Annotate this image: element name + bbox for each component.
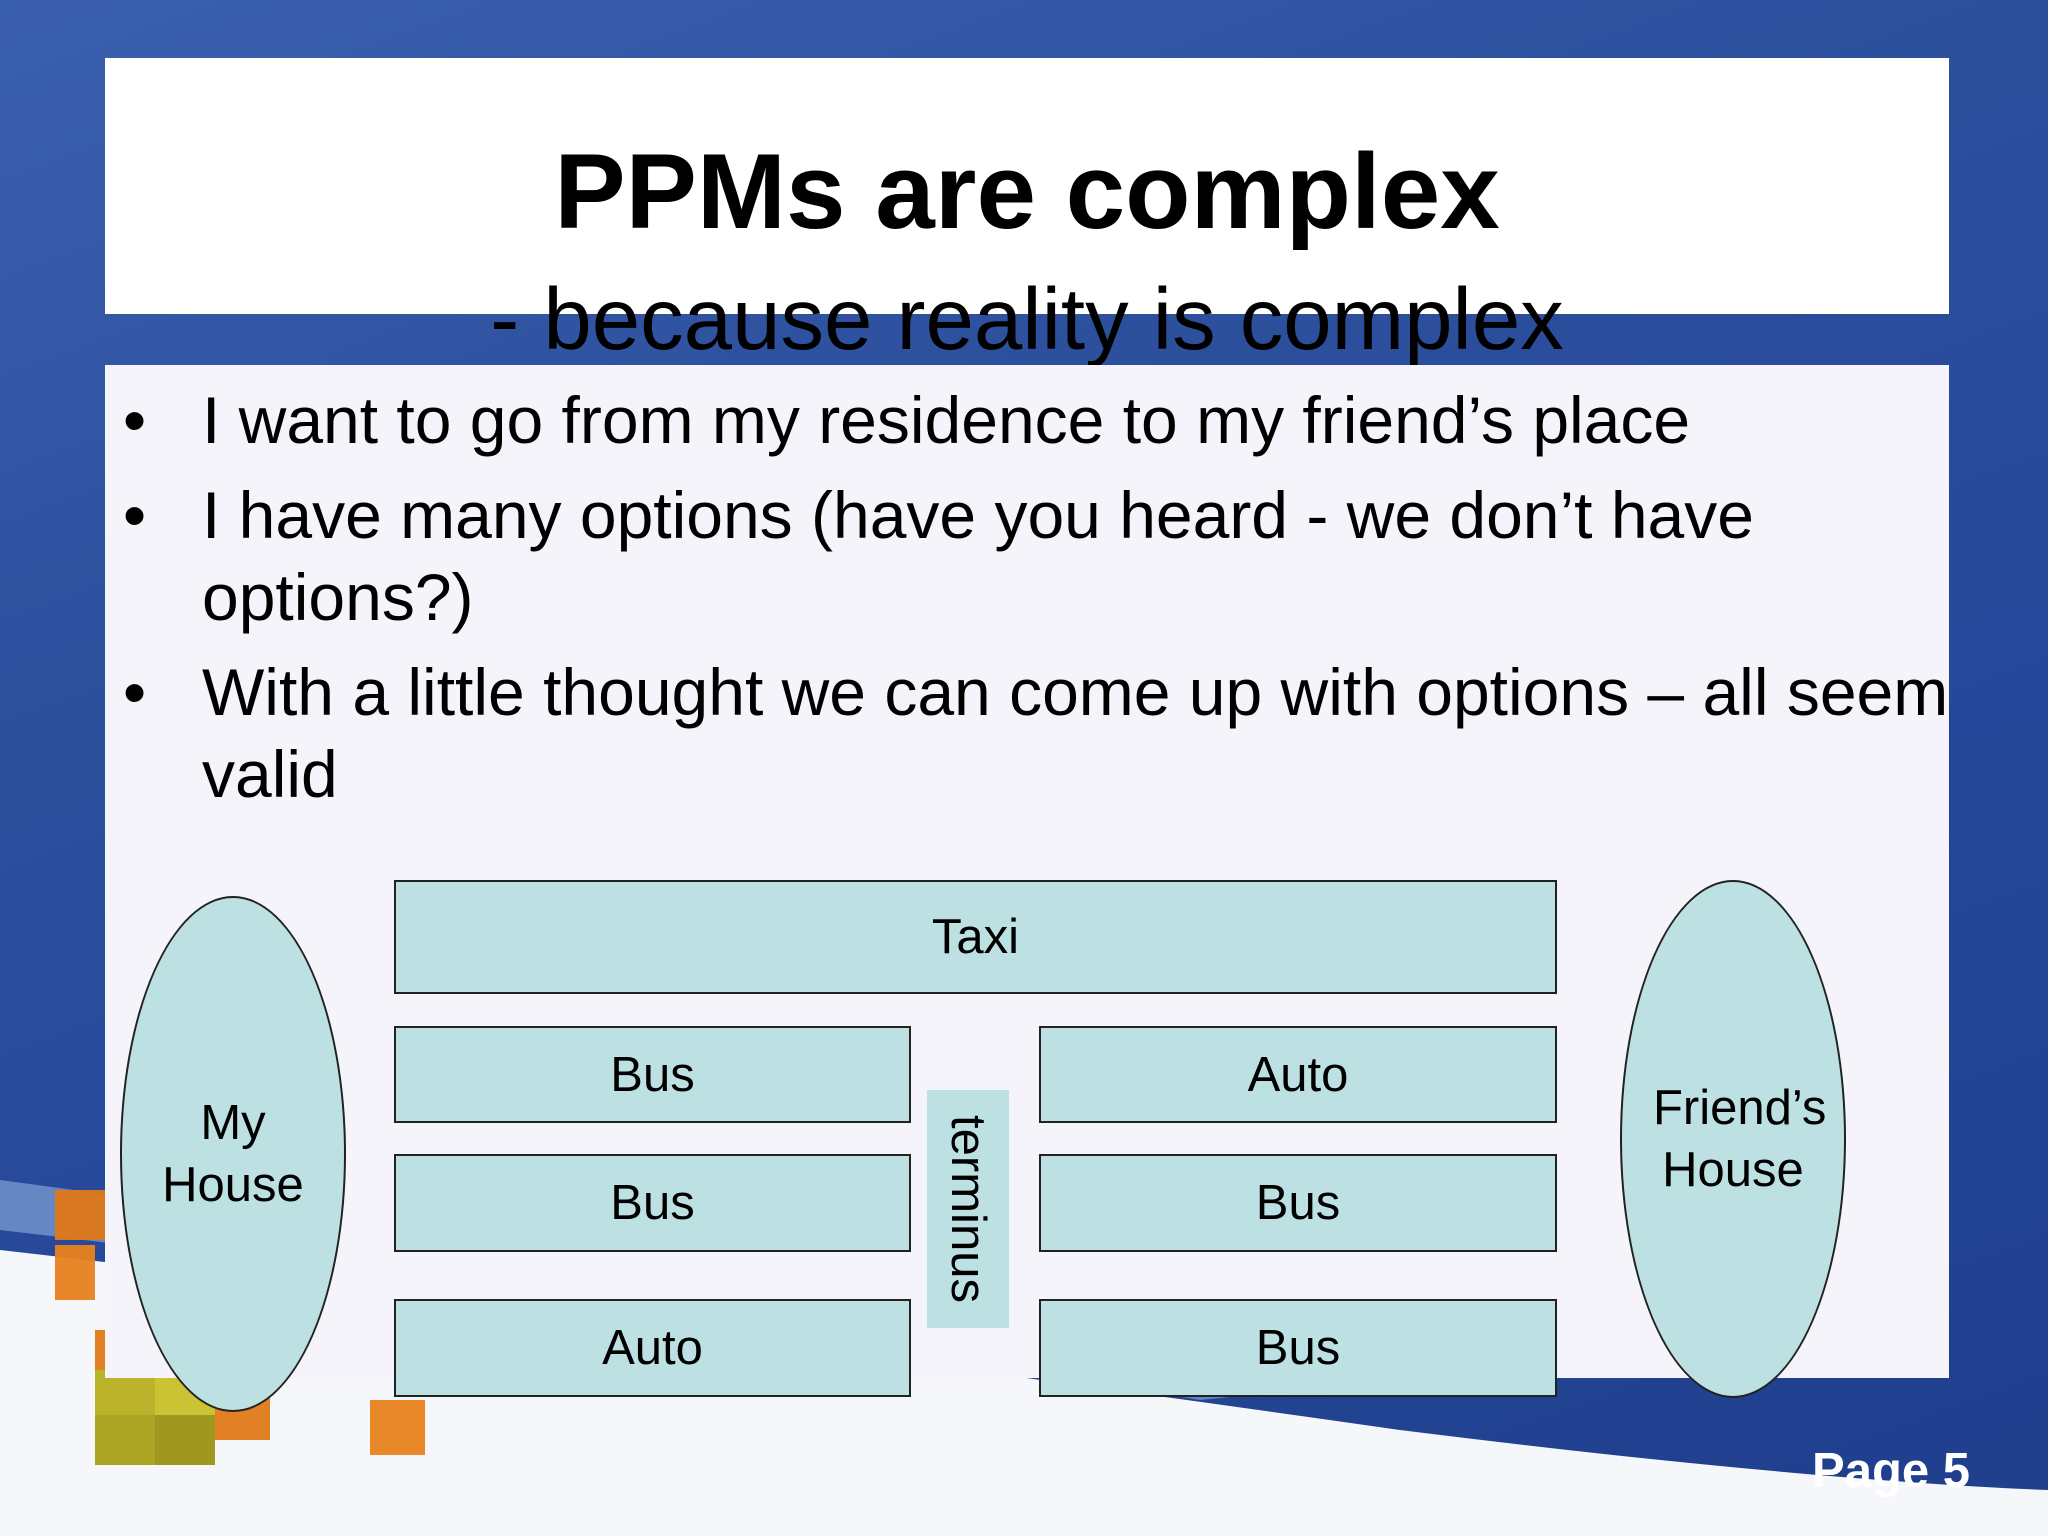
right-route-step: Bus	[1039, 1154, 1557, 1252]
right-route-step-label: Bus	[1255, 1321, 1341, 1375]
bullet-item: • I want to go from my residence to my f…	[105, 379, 1949, 461]
bullet-marker: •	[123, 655, 147, 729]
bullet-item: • I have many options (have you heard - …	[105, 474, 1949, 638]
title-panel: PPMs are complex - because reality is co…	[105, 58, 1949, 363]
left-route-step-label: Bus	[610, 1047, 695, 1102]
left-route-step: Auto	[394, 1299, 911, 1397]
bullet-list: • I want to go from my residence to my f…	[105, 379, 1949, 828]
left-route-step-label: Auto	[602, 1321, 703, 1375]
bullet-text: With a little thought we can come up wit…	[202, 655, 1949, 811]
bullet-text: I want to go from my residence to my fri…	[202, 383, 1691, 457]
right-route-step: Auto	[1039, 1026, 1557, 1123]
page-number: Page 5	[1812, 1444, 1970, 1498]
end-node-friends-house: Friend’s House	[1620, 880, 1846, 1398]
slide-subtitle: - because reality is complex	[490, 271, 1564, 368]
start-node-my-house: My House	[120, 896, 346, 1412]
left-route-step: Bus	[394, 1026, 911, 1123]
left-route-step: Bus	[394, 1154, 911, 1252]
bullet-marker: •	[123, 383, 147, 457]
bullet-item: • With a little thought we can come up w…	[105, 651, 1949, 815]
route-taxi: Taxi	[394, 880, 1557, 994]
right-route-step-label: Auto	[1247, 1047, 1349, 1102]
right-route-step: Bus	[1039, 1299, 1557, 1397]
bullet-marker: •	[123, 478, 147, 552]
start-node-label: My House	[162, 1096, 304, 1212]
slide-title: PPMs are complex	[554, 131, 1500, 251]
end-node-label: Friend’s House	[1653, 1081, 1827, 1197]
terminus-label: terminus	[941, 1115, 995, 1303]
route-taxi-label: Taxi	[931, 910, 1020, 964]
bullet-text: I have many options (have you heard - we…	[202, 478, 1754, 634]
left-route-step-label: Bus	[610, 1176, 695, 1230]
right-route-step-label: Bus	[1255, 1176, 1341, 1230]
terminus-node: terminus	[927, 1090, 1009, 1328]
